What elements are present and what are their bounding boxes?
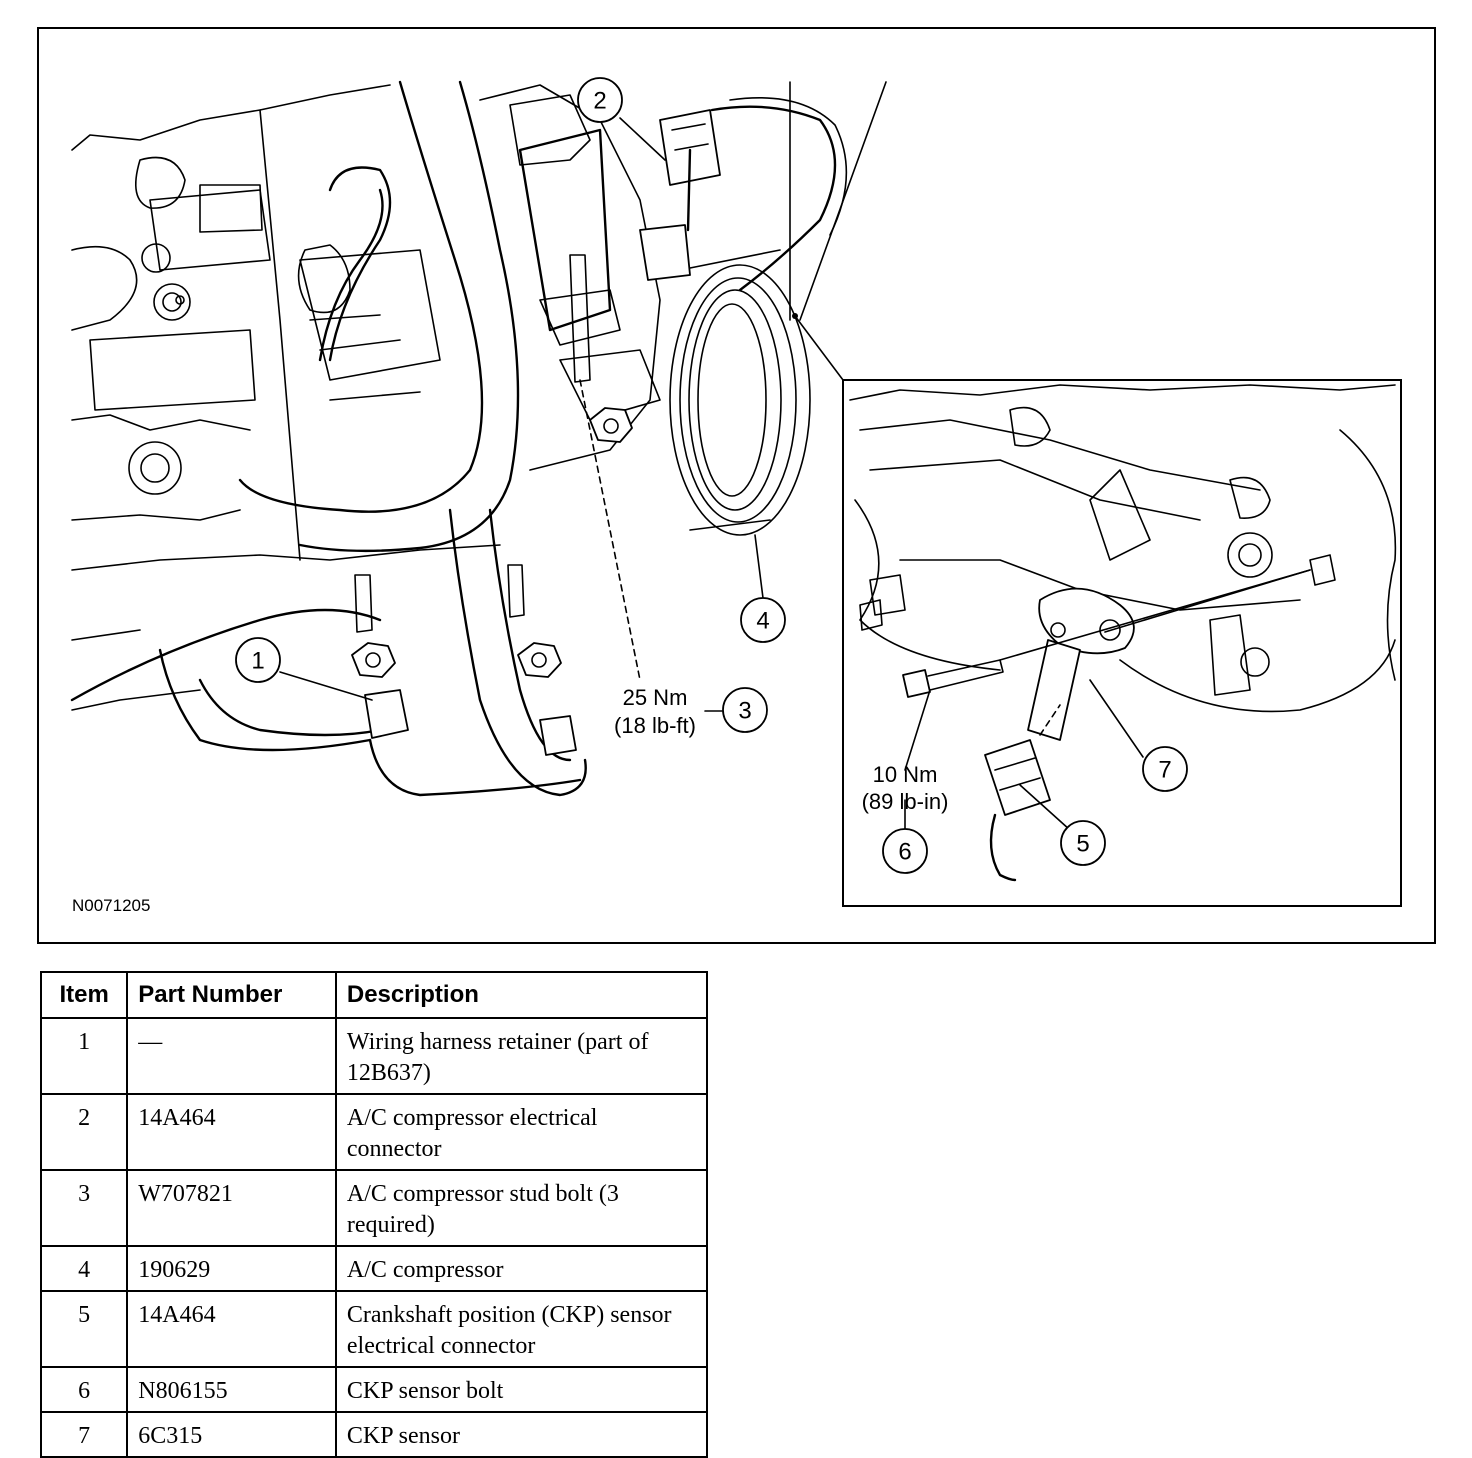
row-description: Wiring harness retainer (part of 12B637) [334, 1017, 709, 1095]
row-description: CKP sensor bolt [334, 1366, 709, 1413]
callout-1: 1 [235, 637, 281, 683]
callout-7-number: 7 [1158, 757, 1171, 784]
row-part-number: W707821 [126, 1169, 337, 1247]
callout-5: 5 [1060, 820, 1106, 866]
illustration-frame [37, 27, 1436, 944]
row-part-number: 6C315 [126, 1411, 337, 1458]
callout-3: 3 [722, 687, 768, 733]
engine-block-artwork [70, 80, 887, 797]
parts-table: Item Part Number Description 1 — Wiring … [39, 971, 709, 1458]
row-part-number: N806155 [126, 1366, 337, 1413]
engine-illustration: 1 2 3 4 5 6 7 25 Nm (18 lb-ft) 10 Nm (89… [37, 27, 1436, 944]
torque-spec-3-metric: 25 Nm [623, 685, 688, 710]
callout-4: 4 [740, 597, 786, 643]
row-item: 5 [39, 1290, 129, 1368]
header-part-number: Part Number [126, 971, 337, 1019]
table-row: 3 W707821 A/C compressor stud bolt (3 re… [39, 1169, 709, 1247]
row-item: 7 [39, 1411, 129, 1458]
nut-lower-right [517, 642, 562, 678]
callout-2: 2 [577, 77, 623, 123]
callout-3-number: 3 [738, 698, 751, 725]
row-item: 3 [39, 1169, 129, 1247]
callout-1-number: 1 [251, 648, 264, 675]
row-description: A/C compressor electrical connector [334, 1093, 709, 1171]
torque-spec-3-imperial: (18 lb-ft) [614, 713, 696, 738]
row-item: 6 [39, 1366, 129, 1413]
callout-leaders [279, 117, 1144, 831]
row-description: Crankshaft position (CKP) sensor electri… [334, 1290, 709, 1368]
nut-upper [589, 407, 633, 443]
torque-spec-6-metric: 10 Nm [873, 762, 938, 787]
callout-5-number: 5 [1076, 831, 1089, 858]
row-item: 2 [39, 1093, 129, 1171]
table-row: 6 N806155 CKP sensor bolt [39, 1366, 709, 1413]
table-row: 1 — Wiring harness retainer (part of 12B… [39, 1017, 709, 1095]
row-part-number: — [126, 1017, 337, 1095]
table-row: 2 14A464 A/C compressor electrical conne… [39, 1093, 709, 1171]
row-part-number: 14A464 [126, 1290, 337, 1368]
callout-2-number: 2 [593, 88, 606, 115]
row-part-number: 190629 [126, 1245, 337, 1292]
table-row: 5 14A464 Crankshaft position (CKP) senso… [39, 1290, 709, 1368]
inset-leader-dot [792, 313, 798, 319]
header-description: Description [334, 971, 709, 1019]
header-item: Item [39, 971, 129, 1019]
nut-lower-left [351, 642, 396, 678]
callout-7: 7 [1142, 746, 1188, 792]
row-description: A/C compressor stud bolt (3 required) [334, 1169, 709, 1247]
figure-id: N0071205 [72, 896, 150, 915]
row-part-number: 14A464 [126, 1093, 337, 1171]
row-item: 1 [39, 1017, 129, 1095]
row-description: A/C compressor [334, 1245, 709, 1292]
parts-table-header-row: Item Part Number Description [39, 971, 709, 1019]
callout-6: 6 [882, 828, 928, 874]
callout-6-number: 6 [898, 839, 911, 866]
table-row: 4 190629 A/C compressor [39, 1245, 709, 1292]
table-row: 7 6C315 CKP sensor [39, 1411, 709, 1458]
row-description: CKP sensor [334, 1411, 709, 1458]
torque-spec-6-imperial: (89 lb-in) [862, 789, 949, 814]
callout-4-number: 4 [756, 608, 769, 635]
row-item: 4 [39, 1245, 129, 1292]
inset-artwork [849, 384, 1397, 882]
inset-leader-line [794, 315, 844, 381]
